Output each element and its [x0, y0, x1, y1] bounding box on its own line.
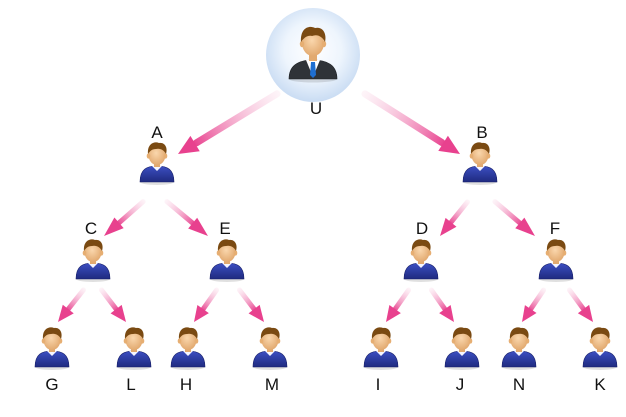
arrow-e-to-m — [237, 287, 265, 322]
arrow-f-to-n — [522, 287, 547, 323]
node-label-n: N — [513, 375, 525, 394]
arrow-c-to-g — [58, 287, 86, 323]
businessman-icon — [288, 26, 338, 83]
node-label-d: D — [416, 219, 428, 238]
person-k-icon — [582, 327, 618, 370]
arrow-d-to-i — [386, 287, 412, 323]
person-a-icon — [139, 142, 175, 185]
arrows-layer — [58, 90, 593, 323]
arrow-u-to-a — [178, 90, 281, 155]
arrow-c-to-l — [99, 287, 127, 322]
node-label-c: C — [85, 219, 97, 238]
arrow-b-to-d — [439, 199, 470, 236]
node-label-g: G — [45, 375, 58, 394]
arrow-b-to-f — [492, 199, 536, 237]
arrow-a-to-c — [104, 199, 146, 237]
node-label-j: J — [456, 375, 465, 394]
person-c-icon — [75, 239, 111, 282]
node-label-f: F — [550, 219, 560, 238]
person-n-icon — [501, 327, 537, 370]
node-label-a: A — [151, 123, 163, 142]
person-h-icon — [170, 327, 206, 370]
node-label-e: E — [219, 219, 230, 238]
arrow-u-to-b — [361, 90, 461, 155]
node-label-k: K — [594, 375, 606, 394]
arrow-a-to-e — [164, 199, 209, 236]
person-f-icon — [538, 239, 574, 282]
person-e-icon — [209, 239, 245, 282]
node-label-m: M — [265, 375, 279, 394]
arrow-d-to-j — [428, 287, 455, 323]
person-m-icon — [252, 327, 288, 370]
nodes-layer: U A B C E D F G L H M I J N K — [34, 8, 618, 394]
person-j-icon — [444, 327, 480, 370]
node-label-i: I — [376, 375, 381, 394]
node-label-h: H — [180, 375, 192, 394]
person-g-icon — [34, 327, 70, 370]
node-label-l: L — [126, 375, 135, 394]
node-label-b: B — [476, 123, 487, 142]
person-l-icon — [116, 327, 152, 370]
person-b-icon — [462, 142, 498, 185]
node-label-u: U — [310, 99, 322, 118]
arrow-e-to-h — [194, 287, 220, 323]
person-d-icon — [403, 239, 439, 282]
arrow-f-to-k — [566, 287, 593, 323]
root-node — [266, 8, 360, 102]
person-i-icon — [363, 327, 399, 370]
